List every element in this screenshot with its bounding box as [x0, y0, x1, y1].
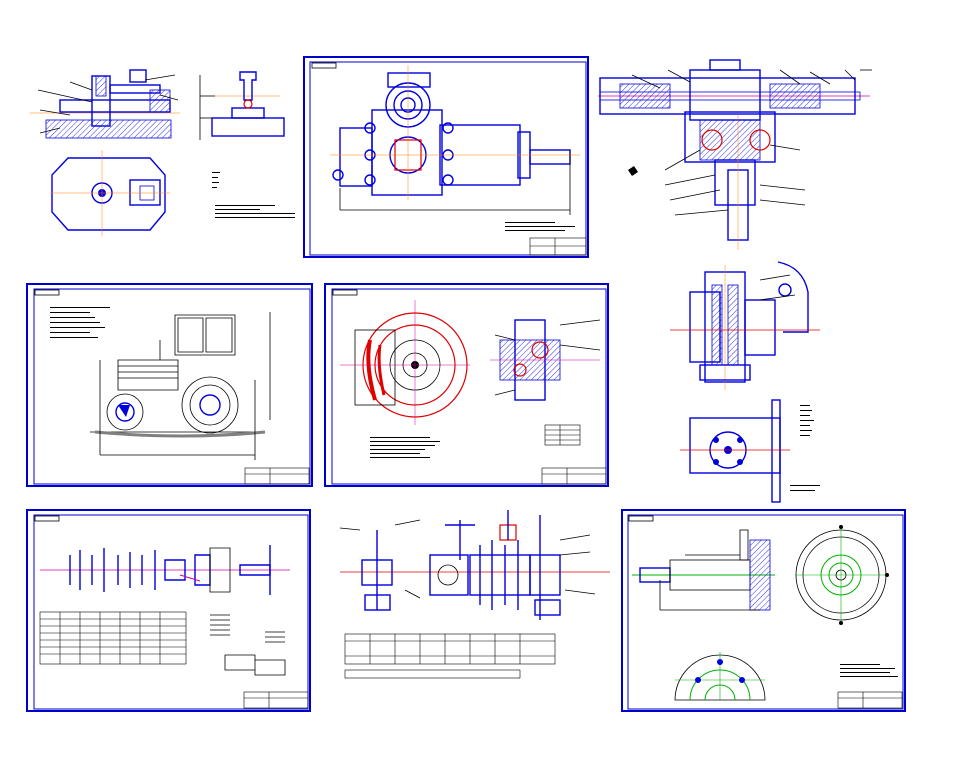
- sheet-pto-gearbox-section: [598, 59, 872, 250]
- sheet-pulley-fixture: [30, 69, 180, 236]
- sheet-clutch-details-table: [26, 509, 311, 712]
- sheet-transmission-kinematic-scheme: [339, 510, 610, 679]
- sheet-wheel-brake-assembly: [324, 283, 609, 487]
- sheet-tractor-general-view: [26, 283, 313, 487]
- sheet-steering-gearbox: [303, 56, 589, 258]
- sheet-hydraulic-valve: [670, 261, 820, 503]
- sheet-hub-flange-details: [621, 509, 906, 712]
- sheet-clamp-detail: [199, 71, 295, 218]
